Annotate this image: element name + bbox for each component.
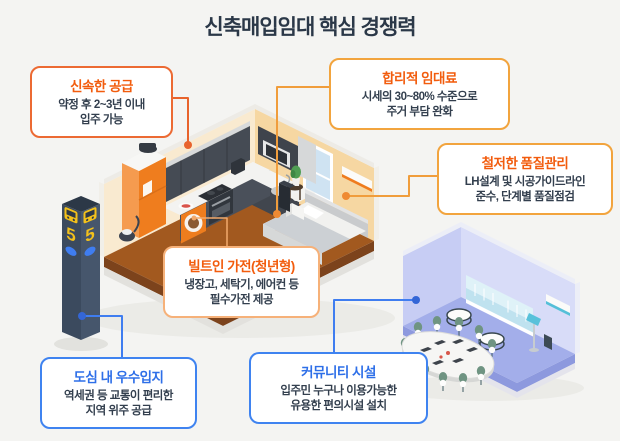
kitchen-upper-cabinets <box>158 121 250 206</box>
callout-rapid-supply: 신속한 공급 약정 후 2~3년 이내 입주 가능 <box>30 66 173 139</box>
floor-speaker <box>279 180 295 212</box>
callout-reasonable-rent: 합리적 임대료 시세의 30~80% 수준으로 주거 부담 완화 <box>329 58 510 131</box>
callout-text: 약정 후 2~3년 이내 <box>58 99 145 111</box>
callout-text: 입주민 누구나 이용가능한 <box>280 385 397 397</box>
callout-text: 준수, 단계별 품질점검 <box>475 191 575 204</box>
callout-title: 커뮤니티 시설 <box>301 365 376 380</box>
vacuum-cleaner <box>119 215 140 242</box>
connector-community <box>333 299 417 353</box>
tall-cabinet <box>298 136 316 184</box>
bus-route-number: 5 <box>66 223 76 246</box>
bus-stop-pole: 5 5 <box>62 196 100 340</box>
callout-title: 빌트인 가전(청년형) <box>188 259 295 274</box>
callout-text: 입주 가능 <box>79 114 124 127</box>
connector-location <box>81 315 123 358</box>
callout-quality-control: 철저한 품질관리 LH설계 및 시공가이드라인 준수, 단계별 품질점검 <box>437 143 613 216</box>
trash-bin <box>544 334 552 350</box>
plant-stool <box>287 165 303 200</box>
sofa <box>466 275 500 320</box>
callout-builtin-appliances: 빌트인 가전(청년형) 냉장고, 세탁기, 에어컨 등 필수가전 제공 <box>163 246 320 319</box>
connector-rent <box>276 86 330 215</box>
callout-title: 철저한 품질관리 <box>481 156 569 171</box>
callout-title: 합리적 임대료 <box>382 71 457 86</box>
sofa <box>499 291 533 337</box>
callout-title: 도심 내 우수입지 <box>73 370 164 385</box>
air-conditioner <box>342 166 372 192</box>
washing-machine <box>181 202 206 244</box>
callout-title: 신속한 공급 <box>70 79 133 94</box>
bus-route-number: 5 <box>85 223 95 246</box>
callout-urban-location: 도심 내 우수입지 역세권 등 교통이 편리한 지역 위주 공급 <box>40 357 197 430</box>
table-lamp <box>292 193 300 201</box>
plate <box>178 202 194 210</box>
callout-text: 지역 위주 공급 <box>85 405 152 418</box>
callout-text: 유용한 편의시설 설치 <box>290 400 387 413</box>
laptops <box>420 339 478 365</box>
callout-text: 역세권 등 교통이 편리한 <box>64 390 173 402</box>
callout-text: 주거 부담 완화 <box>386 106 453 119</box>
floor-lamp <box>526 313 541 352</box>
callout-community-facility: 커뮤니티 시설 입주민 누구나 이용가능한 유용한 편의시설 설치 <box>249 352 428 425</box>
callout-text: 필수가전 제공 <box>209 294 274 307</box>
community-room <box>400 222 580 398</box>
page-title: 신축매입임대 핵심 경쟁력 <box>204 16 416 39</box>
connector-builtin <box>193 217 228 248</box>
callout-text: 시세의 30~80% 수준으로 <box>361 91 478 103</box>
oven <box>209 189 233 225</box>
connector-supply <box>172 97 189 146</box>
coffee-machine <box>231 158 245 175</box>
callout-text: LH설계 및 시공가이드라인 <box>464 176 586 188</box>
connector-quality <box>345 175 439 197</box>
community-air-conditioner <box>546 294 570 316</box>
cooktop <box>198 184 232 201</box>
callout-connectors <box>78 86 439 358</box>
refrigerator <box>122 143 167 238</box>
callout-text: 냉장고, 세탁기, 에어컨 등 <box>184 279 299 291</box>
